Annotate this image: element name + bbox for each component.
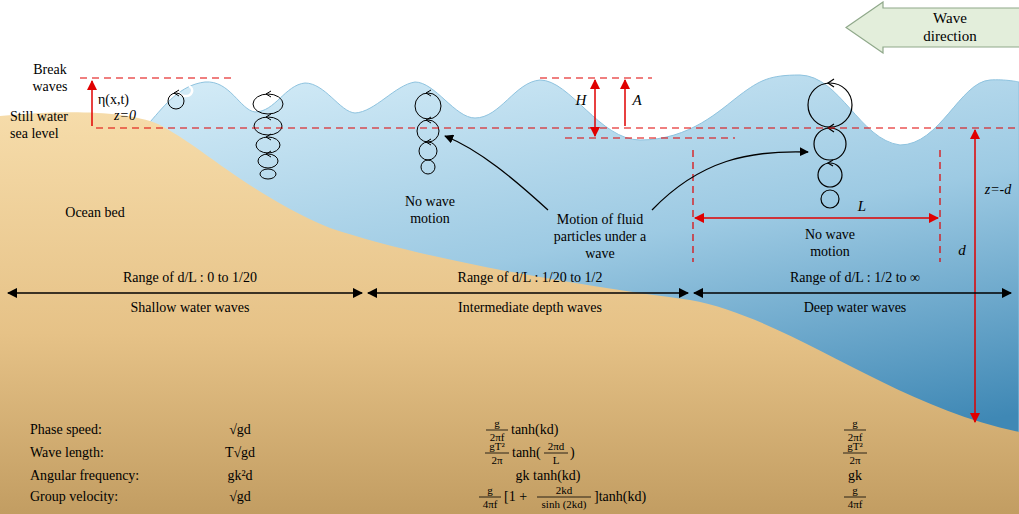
- particle-orbit: [821, 190, 839, 208]
- formula: tanh(kd): [511, 422, 558, 439]
- ocean-bed-label: Ocean bed: [65, 205, 124, 222]
- height-arrow: [594, 80, 596, 136]
- particle-orbit: [168, 93, 184, 109]
- wavelength-label: L: [858, 197, 866, 215]
- pointer-arrow: [445, 136, 548, 210]
- formula: gk²d: [227, 468, 252, 485]
- range-arrow: [8, 292, 362, 294]
- fraction-bar: [844, 497, 866, 498]
- formula: √gd: [229, 422, 251, 439]
- formula: ): [570, 445, 575, 462]
- direction-arrow: Wave direction: [845, 1, 1019, 54]
- node-text-group: Wave direction: [883, 10, 1017, 45]
- formula: gk: [848, 468, 862, 485]
- formula: √gd: [229, 489, 251, 506]
- fraction-bar: [537, 497, 591, 498]
- particle-orbit: [808, 83, 852, 127]
- particle-orbit: [253, 94, 283, 114]
- fraction-numerator: g: [852, 418, 858, 429]
- wave-type-label: Deep water waves: [804, 300, 907, 317]
- row-heading: Group velocity:: [30, 489, 118, 506]
- pointer-arrow: [652, 152, 808, 210]
- crest-line: [80, 77, 235, 78]
- fraction-bar: [844, 430, 866, 431]
- wave-type-label: Intermediate depth waves: [458, 300, 602, 317]
- particle-orbit: [421, 160, 435, 174]
- fraction-denominator: 2π: [491, 455, 502, 466]
- fraction-denominator: L: [553, 455, 560, 466]
- amplitude-arrow: [624, 80, 626, 126]
- fraction-bar: [544, 453, 568, 454]
- orbit-arrow: [174, 90, 179, 96]
- fraction-numerator: gT²: [847, 441, 863, 452]
- elevation-label: η(x,t): [98, 92, 129, 109]
- bed-depth-label: z=-d: [985, 182, 1012, 199]
- range-label: Range of d/L : 1/20 to 1/2: [458, 270, 603, 287]
- fraction-numerator: g: [852, 485, 858, 496]
- still-water-line: [96, 127, 1019, 128]
- still-water-label: Still water sea level: [10, 109, 88, 143]
- fraction-numerator: 2kd: [556, 485, 573, 496]
- fraction-bar: [485, 453, 509, 454]
- orbit-arrow: [828, 79, 834, 166]
- range-arrow: [368, 292, 688, 294]
- fraction-numerator: gT²: [489, 441, 505, 452]
- motion-label: Motion of fluid particles under a wave: [538, 212, 663, 262]
- fraction-bar: [486, 430, 508, 431]
- range-label: Range of d/L : 1/2 to ∞: [790, 270, 920, 287]
- particle-orbit: [417, 120, 439, 142]
- wavelength-bound: [939, 150, 940, 262]
- no-motion-label: No wave motion: [390, 194, 470, 228]
- amplitude-label: A: [632, 91, 641, 109]
- elevation-arrow: [91, 81, 93, 126]
- particle-orbit: [818, 163, 842, 187]
- fraction-denominator: 4πf: [483, 499, 498, 510]
- no-motion-label: No wave motion: [790, 227, 870, 261]
- formula: T√gd: [225, 445, 255, 462]
- trough-line: [565, 137, 735, 138]
- ocean-bed: [0, 112, 1019, 514]
- break-waves-label: Break waves: [19, 62, 81, 96]
- row-heading: Angular frequency:: [30, 468, 139, 485]
- particle-orbit: [419, 142, 437, 160]
- particle-orbit: [258, 154, 278, 168]
- depth-arrow: [974, 130, 976, 422]
- formula: gk tanh(kd): [516, 468, 581, 485]
- range-arrow: [694, 292, 1011, 294]
- row-heading: Wave length:: [30, 445, 104, 462]
- fraction-bar: [843, 453, 867, 454]
- orbit-arrow: [266, 91, 271, 157]
- orbit-arrow: [426, 90, 431, 145]
- fraction-denominator: sinh (2kd): [542, 499, 587, 510]
- fraction-denominator: 2π: [849, 455, 860, 466]
- depth-label: d: [958, 241, 966, 259]
- crest-line: [540, 77, 652, 78]
- z-zero-label: z=0: [114, 108, 136, 125]
- fraction-numerator: g: [494, 418, 500, 429]
- particle-orbit: [415, 93, 441, 119]
- formula: [1 +: [504, 489, 527, 506]
- particle-orbit: [814, 128, 846, 160]
- node-label: Wave direction: [913, 10, 987, 45]
- formula: ]tanh(kd): [594, 489, 646, 506]
- fraction-numerator: 2πd: [548, 441, 565, 452]
- fraction-denominator: 4πf: [848, 499, 863, 510]
- wavelength-arrow: [695, 217, 938, 219]
- wave-height-label: H: [576, 91, 587, 109]
- range-label: Range of d/L : 0 to 1/20: [123, 270, 257, 287]
- fraction-numerator: g: [487, 485, 493, 496]
- particle-orbit: [254, 117, 282, 135]
- row-heading: Phase speed:: [30, 422, 102, 439]
- particle-orbit: [256, 137, 280, 153]
- arrow-shape: [846, 2, 1019, 53]
- wavelength-bound: [692, 150, 693, 262]
- fraction-bar: [479, 497, 501, 498]
- particle-orbit: [260, 169, 276, 179]
- formula: tanh(: [512, 445, 541, 462]
- wave-type-label: Shallow water waves: [131, 300, 250, 317]
